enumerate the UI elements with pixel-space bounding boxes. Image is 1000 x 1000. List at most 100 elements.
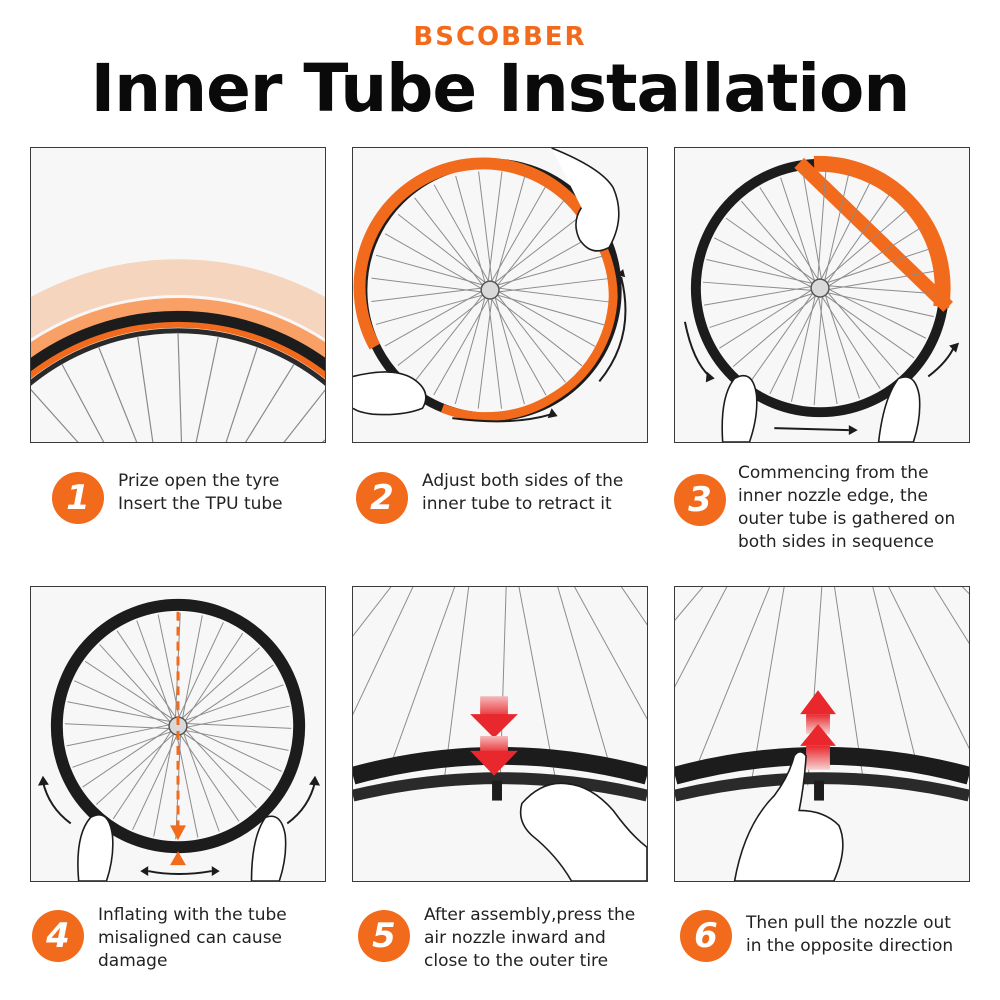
spoke (706, 258, 814, 285)
spoke (813, 295, 823, 406)
step-5-line-1: After assembly,press the (424, 905, 636, 925)
spoke (725, 217, 816, 282)
spoke (834, 587, 865, 784)
spoke (184, 729, 257, 809)
spoke (827, 285, 938, 295)
spoke (433, 184, 490, 283)
step-1: 1 Prize open the tyre Insert the TPU tub… (52, 471, 283, 524)
spoke (518, 587, 557, 782)
spoke (353, 587, 483, 638)
spoke (513, 587, 647, 681)
step-5-line-2: air nozzle inward and (424, 928, 606, 948)
spoke (371, 277, 483, 293)
spoke (413, 293, 484, 383)
spoke (443, 587, 470, 782)
spoke (353, 587, 414, 716)
spoke (933, 587, 969, 644)
spoke (137, 336, 154, 442)
step-2: 2 Adjust both sides of the inner tube to… (356, 471, 624, 524)
spoke (493, 214, 583, 284)
spoke (74, 680, 171, 727)
step-6-line-2: in the opposite direction (746, 936, 954, 956)
spoke (499, 587, 507, 786)
step-3-line-1: Commencing from the (738, 463, 929, 483)
spoke (497, 287, 609, 303)
spoke (195, 336, 219, 442)
spoke (384, 233, 483, 290)
step-5-badge: 5 (358, 910, 410, 962)
spoke (703, 285, 813, 306)
spoke (888, 587, 969, 750)
step-3-line-4: both sides in sequence (738, 532, 934, 552)
spoke (225, 346, 259, 442)
spoke (872, 587, 920, 773)
spoke (759, 187, 819, 281)
spoke (487, 297, 503, 409)
spoke (353, 587, 392, 637)
spoke (397, 296, 487, 366)
step-6-badge: 6 (680, 910, 732, 962)
spoke (496, 197, 567, 287)
spoke (817, 170, 827, 281)
spoke (455, 175, 486, 284)
step-4-illustration (30, 586, 326, 882)
step-4-line-2: misaligned can cause (98, 928, 283, 948)
step-1-badge: 1 (52, 472, 104, 524)
spoke (183, 684, 284, 722)
spoke (529, 587, 647, 638)
spoke (820, 181, 871, 281)
spoke (825, 248, 931, 284)
step-6-line-1: Then pull the nozzle out (746, 913, 951, 933)
spoke (741, 200, 814, 285)
spoke (97, 346, 138, 442)
spoke (497, 278, 609, 293)
spoke (384, 290, 483, 347)
spoke (496, 294, 605, 326)
spoke (520, 587, 647, 590)
spoke (675, 587, 704, 621)
spoke (397, 213, 487, 284)
spoke (749, 292, 814, 383)
step-3: 3 Commencing from the inner nozzle edge,… (674, 463, 955, 554)
spoke (496, 293, 566, 383)
spoke (414, 197, 484, 287)
spoke (827, 288, 927, 339)
spoke (826, 193, 891, 284)
brand-logo: BSCOBBER (413, 22, 587, 52)
spoke (353, 587, 473, 681)
spoke (841, 587, 969, 603)
spoke (574, 587, 647, 720)
spoke (31, 388, 79, 442)
spoke (826, 291, 900, 376)
step-2-line-2: inner tube to retract it (422, 494, 612, 514)
spoke (817, 295, 838, 405)
spoke (185, 726, 282, 772)
spoke (99, 644, 172, 723)
spoke (790, 294, 817, 402)
spoke (732, 294, 817, 368)
step-4: 4 Inflating with the tube misaligned can… (32, 905, 287, 973)
spoke (497, 290, 596, 347)
step-5-illustration (352, 586, 648, 882)
spoke (494, 296, 525, 405)
step-2-line-1: Adjust both sides of the (422, 471, 624, 491)
spoke (709, 292, 815, 328)
spoke (64, 723, 171, 730)
spoke (490, 184, 547, 283)
spoke (371, 287, 483, 302)
spoke (802, 172, 823, 281)
spoke (713, 237, 813, 288)
spoke (824, 294, 915, 359)
spoke (31, 416, 159, 442)
spoke (719, 289, 813, 349)
spoke (61, 363, 105, 442)
spoke (454, 296, 486, 405)
spoke (961, 587, 969, 595)
step-4-badge: 4 (32, 910, 84, 962)
spoke (769, 295, 820, 395)
spoke (72, 730, 173, 768)
spoke (823, 174, 850, 282)
spoke (675, 587, 728, 688)
step-5: 5 After assembly,press the air nozzle in… (358, 905, 635, 973)
step-3-badge: 3 (674, 474, 726, 526)
